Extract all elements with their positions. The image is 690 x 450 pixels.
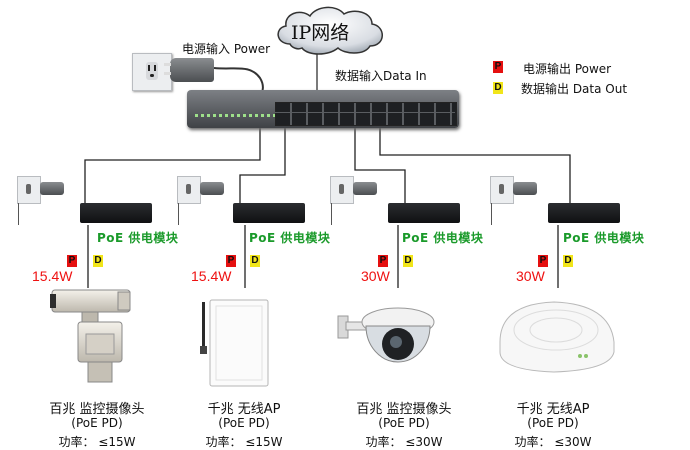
power-badge: P [378,255,388,267]
module-label: PoE 供电模块 [249,231,331,245]
device-name: 百兆 监控摄像头 [49,402,145,417]
dome-camera-icon [337,307,435,363]
module-socket-icon [490,176,514,204]
poe-injector-icon [80,203,152,223]
poe-injector-icon [388,203,460,223]
device-name: 百兆 监控摄像头 [356,402,452,417]
module-plug-icon [353,182,377,195]
wireless-ap-antenna-icon [200,299,269,387]
power-plug-icon [164,58,214,82]
power-rating: 15.4W [32,268,73,284]
device-pd: (PoE PD) [218,416,270,430]
poe-injector-icon [548,203,620,223]
module-socket-icon [177,176,201,204]
module-plug-icon [200,182,224,195]
legend-data-out-label: 数据输出 Data Out [521,82,628,96]
legend-data-badge: D [493,82,503,94]
power-rating: 30W [361,268,390,284]
poe-injector-icon [233,203,305,223]
module-plug-icon [40,182,64,195]
device-pd: (PoE PD) [527,416,579,430]
data-badge: D [250,255,260,267]
module-label: PoE 供电模块 [563,231,645,245]
device-name: 千兆 无线AP [516,402,590,417]
power-in-label: 电源输入 Power [182,42,271,56]
power-rating: 30W [516,268,545,284]
device-name: 千兆 无线AP [207,402,281,417]
module-plug-icon [513,182,537,195]
module-socket-icon [17,176,41,204]
device-power: 功率： ≤30W [514,435,592,449]
wall-socket-icon [132,53,172,91]
module-label: PoE 供电模块 [402,231,484,245]
power-rating: 15.4W [191,268,232,284]
ceiling-ap-icon [499,301,615,373]
device-pd: (PoE PD) [378,416,430,430]
device-power: 功率： ≤15W [58,435,136,449]
legend-power-badge: P [493,61,503,73]
device-power: 功率： ≤15W [205,435,283,449]
link-switch-module-4 [379,128,571,206]
ethernet-switch-icon [187,90,459,128]
power-badge: P [67,255,77,267]
data-badge: D [403,255,413,267]
data-in-label: 数据输入Data In [335,69,427,83]
device-pd: (PoE PD) [71,416,123,430]
device-power: 功率： ≤30W [365,435,443,449]
switch-port-bank [275,102,457,126]
module-label: PoE 供电模块 [97,231,179,245]
legend-power-out-label: 电源输出 Power [523,62,612,76]
power-badge: P [226,255,236,267]
power-badge: P [538,255,548,267]
data-badge: D [93,255,103,267]
ptz-camera-icon [50,289,131,383]
power-in-cable [213,67,264,93]
cloud-label: IP网络 [291,22,350,44]
module-socket-icon [330,176,354,204]
link-switch-module-1 [84,128,261,206]
data-badge: D [563,255,573,267]
link-switch-module-3 [354,128,406,206]
link-switch-module-2 [239,128,286,206]
ip-network-cloud-icon [277,6,383,55]
